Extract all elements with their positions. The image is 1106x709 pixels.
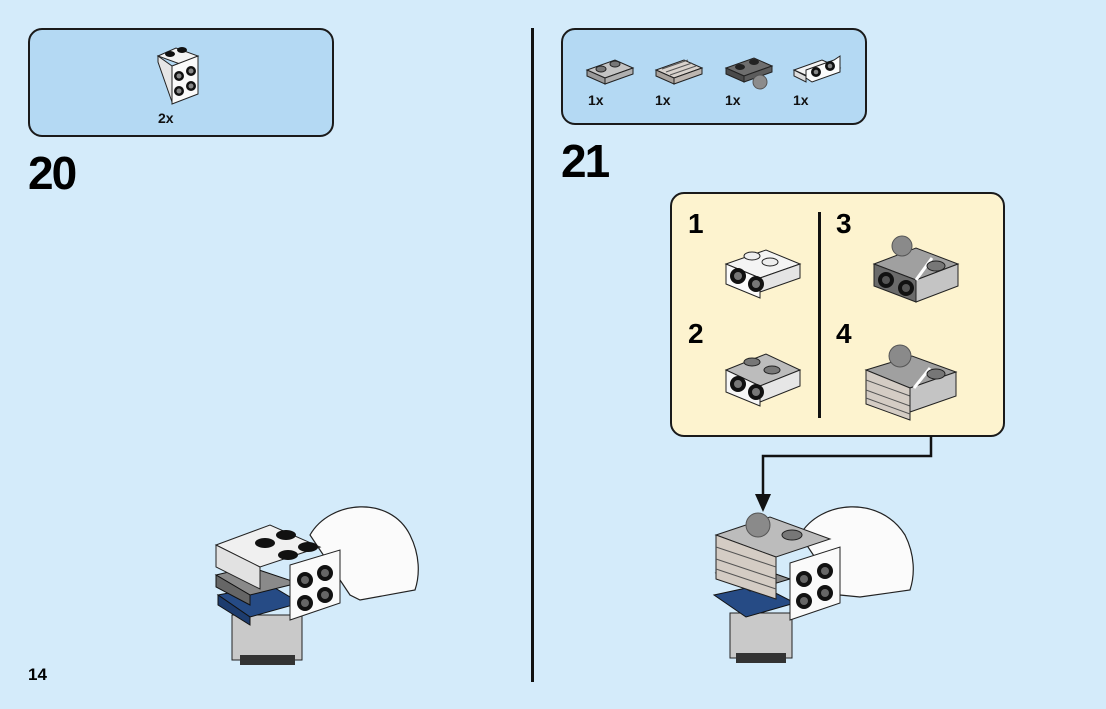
sub-step-number: 1 (688, 208, 704, 239)
sub-step-3-image (872, 235, 960, 303)
part-quantity: 1x (793, 92, 809, 108)
part-quantity: 1x (588, 92, 604, 108)
sub-step-1-image (724, 249, 802, 299)
dark-gray-ball-plate-part-icon (724, 57, 774, 90)
white-bracket-part-icon (792, 55, 842, 83)
sub-step-callout: 1 2 3 4 (670, 192, 1005, 437)
sub-step-2-image (724, 353, 802, 407)
sub-step-number: 4 (836, 318, 852, 349)
step-number: 21 (561, 135, 610, 187)
callout-arrow-icon (755, 436, 933, 512)
model-assembly-step-20-image (214, 506, 419, 665)
step-number: 20 (28, 147, 77, 199)
grille-tile-part-icon (654, 59, 704, 85)
sub-step-4-image (864, 344, 958, 421)
parts-list-step-21: 1x 1x 1x 1x (561, 28, 867, 125)
model-assembly-step-21-image (712, 506, 914, 663)
part-quantity: 1x (725, 92, 741, 108)
page-divider (531, 28, 534, 682)
light-gray-plate-part-icon (585, 59, 635, 85)
parts-list-step-20: 2x (28, 28, 334, 137)
sub-step-number: 2 (688, 318, 704, 349)
part-quantity: 1x (655, 92, 671, 108)
white-bracket-part-icon (156, 47, 200, 105)
sub-step-number: 3 (836, 208, 852, 239)
part-quantity: 2x (158, 110, 174, 126)
page-number: 14 (28, 665, 47, 684)
sub-step-divider (818, 212, 821, 418)
